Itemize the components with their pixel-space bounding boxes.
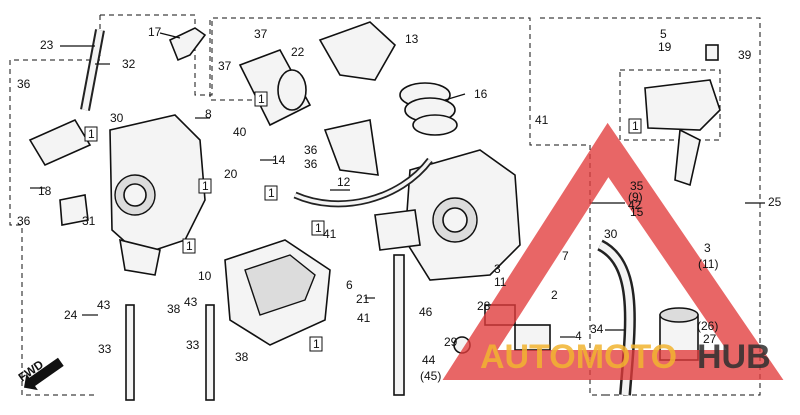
- parts-art: [28, 21, 721, 401]
- part-label-41: 41: [357, 311, 371, 325]
- leader-lines: [30, 32, 765, 338]
- part-label-23: 23: [40, 38, 54, 52]
- part-label-33: 33: [98, 342, 112, 356]
- part-label-42: 42: [628, 198, 642, 212]
- label-box: [628, 118, 642, 134]
- part-label-18: 18: [38, 184, 52, 198]
- watermark-brand-part2: HUB: [697, 338, 771, 376]
- part-label-6: 6: [346, 278, 353, 292]
- part-label-29: 29: [444, 335, 458, 349]
- part-label-36: 36: [17, 77, 31, 91]
- part-label-11: (11): [698, 257, 718, 271]
- part-label-17: 17: [148, 25, 162, 39]
- part-label-36: 36: [304, 143, 318, 157]
- part-label-2: 2: [551, 288, 558, 302]
- assembly-outlines: [9, 14, 761, 396]
- part-label-39: 39: [738, 48, 752, 62]
- part-label-45: (45): [420, 369, 441, 383]
- part-label-12: 12: [337, 175, 351, 189]
- part-label-41: 41: [535, 113, 549, 127]
- part-label-24: 24: [64, 308, 78, 322]
- part-label-3: 3: [494, 262, 501, 276]
- part-label-1: 1: [186, 239, 193, 253]
- part-label-37: 37: [218, 59, 232, 73]
- part-label-35: 35: [630, 179, 644, 193]
- part-label-38: 38: [235, 350, 249, 364]
- label-box: [254, 91, 268, 107]
- part-label-40: 40: [233, 125, 247, 139]
- part-label-36: 36: [17, 214, 31, 228]
- part-label-33: 33: [186, 338, 200, 352]
- part-label-22: 22: [291, 45, 305, 59]
- part-label-27: 27: [703, 332, 717, 346]
- part-label-3: 3: [704, 241, 711, 255]
- label-box: [198, 178, 212, 194]
- label-box: [84, 126, 98, 142]
- part-label-1: 1: [313, 337, 320, 351]
- watermark-brand-part1: AUTOMOTO: [480, 338, 677, 376]
- part-label-8: 8: [205, 107, 212, 121]
- part-label-21: 21: [356, 292, 370, 306]
- part-label-5: 5: [660, 27, 667, 41]
- part-label-1: 1: [258, 92, 265, 106]
- label-box: [311, 220, 325, 236]
- part-label-1: 1: [202, 179, 209, 193]
- part-label-1: 1: [315, 221, 322, 235]
- part-label-30: 30: [604, 227, 618, 241]
- part-label-19: 19: [658, 40, 672, 54]
- part-label-28: 28: [477, 299, 491, 313]
- part-label-26: (26): [697, 319, 718, 333]
- part-label-1: 1: [632, 119, 639, 133]
- watermark: AUTOMOTO HUB: [442, 122, 784, 380]
- part-label-36: 36: [304, 157, 318, 171]
- part-label-7: 7: [562, 249, 569, 263]
- fwd-arrow: [23, 357, 64, 391]
- part-label-14: 14: [272, 153, 286, 167]
- part-label-9: (9): [628, 190, 643, 204]
- label-box: [264, 185, 278, 201]
- part-label-43: 43: [184, 295, 198, 309]
- label-box: [309, 336, 323, 352]
- part-label-16: 16: [474, 87, 488, 101]
- part-label-34: 34: [590, 322, 604, 336]
- part-label-44: 44: [422, 353, 436, 367]
- part-label-4: 4: [575, 329, 582, 343]
- part-label-32: 32: [122, 57, 136, 71]
- part-label-15: 15: [630, 205, 644, 219]
- part-label-13: 13: [405, 32, 419, 46]
- part-label-11: 11: [494, 275, 507, 289]
- label-box: [182, 238, 196, 254]
- arrow-icon: [23, 357, 64, 391]
- part-label-30: 30: [110, 111, 124, 125]
- watermark-triangle: [442, 122, 784, 380]
- part-label-38: 38: [167, 302, 181, 316]
- part-label-37: 37: [254, 27, 268, 41]
- part-label-10: 10: [198, 269, 212, 283]
- part-label-46: 46: [419, 305, 433, 319]
- part-label-25: 25: [768, 195, 782, 209]
- part-label-41: 41: [323, 227, 337, 241]
- part-label-43: 43: [97, 298, 111, 312]
- part-label-1: 1: [88, 127, 95, 141]
- part-label-20: 20: [224, 167, 238, 181]
- part-label-1: 1: [268, 186, 275, 200]
- part-label-31: 31: [82, 214, 96, 228]
